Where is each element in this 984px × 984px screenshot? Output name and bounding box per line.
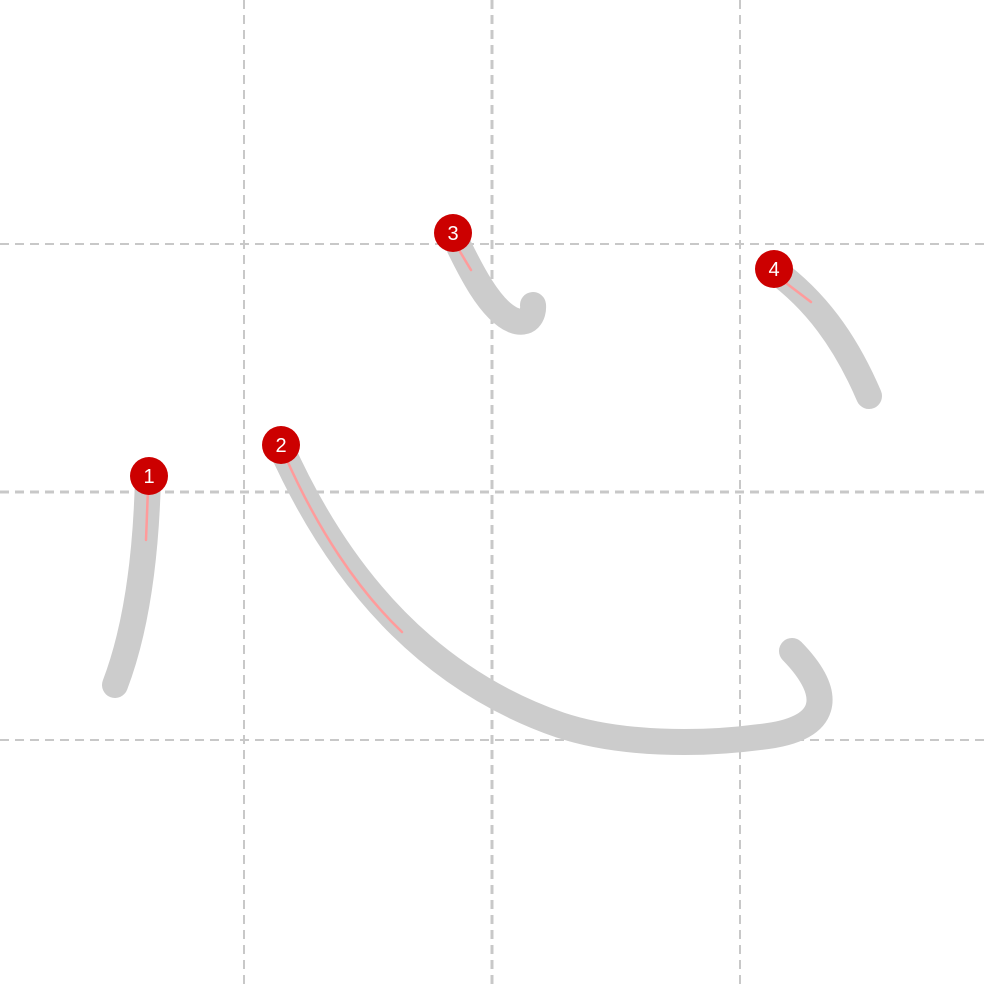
stroke-badge-3: 3: [434, 214, 472, 252]
stroke-badge-4: 4: [755, 250, 793, 288]
stroke-2-direction-hint: [284, 456, 404, 634]
stroke-badge-4-circle: [755, 250, 793, 288]
stroke-badge-2: 2: [262, 426, 300, 464]
direction-hints: [144, 248, 813, 634]
stroke-badge-3-number: 3: [447, 223, 458, 245]
stroke-badge-1: 1: [130, 457, 168, 495]
stroke-badge-2-circle: [262, 426, 300, 464]
stroke-badge-1-number: 1: [143, 466, 154, 488]
stroke-3-direction-hint: [457, 248, 473, 272]
stroke-4: [761, 257, 882, 409]
stroke-badge-2-number: 2: [275, 435, 286, 457]
stroke-4-direction-hint: [780, 278, 813, 304]
stroke-badges: 1 2 3 4: [130, 214, 793, 495]
stroke-1: [102, 464, 161, 698]
stroke-1-direction-hint: [144, 486, 150, 542]
stroke-badge-1-circle: [130, 457, 168, 495]
stroke-badge-3-circle: [434, 214, 472, 252]
stroke-badge-4-number: 4: [768, 259, 779, 281]
stroke-2: [267, 432, 833, 755]
